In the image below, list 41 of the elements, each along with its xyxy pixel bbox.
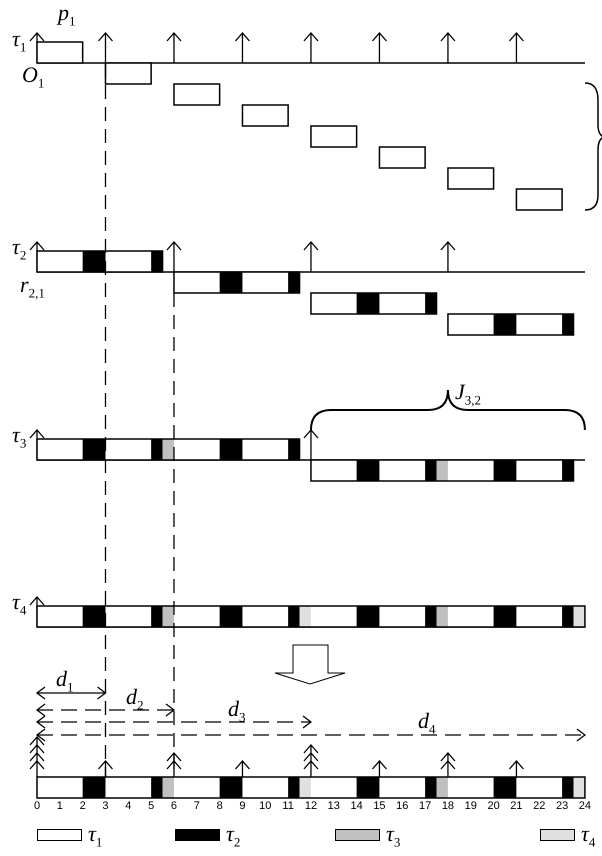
legend-label: τ$_{4}$ [581,823,596,852]
deadline-label: d$_{2}$ [126,686,144,714]
tick-label: 11 [281,800,295,812]
tick-label: 15 [372,800,387,812]
tick-label: 4 [124,800,132,812]
tick-label: 3 [101,800,110,812]
tick-label: 24 [578,800,592,812]
tick-label: 22 [532,800,546,812]
legend-label: τ$_{3}$ [386,823,400,852]
tick-label: 18 [440,800,456,812]
tick-label: 2 [78,800,87,812]
tick-label: 1 [56,800,64,812]
task-label: τ$_{2}$ [12,236,26,264]
deadline-label: d$_{4}$ [418,710,436,738]
tick-label: 21 [509,800,524,812]
task-label: τ$_{3}$ [12,424,26,452]
tick-label: 9 [238,800,247,812]
task-label: τ$_{1}$ [12,28,26,56]
tick-label: 14 [349,800,364,812]
tick-label: 10 [258,800,272,812]
period-label: p$_{1}$ [58,2,76,30]
tick-label: 19 [464,800,478,812]
tick-label: 5 [147,800,156,812]
tick-label: 17 [418,800,432,812]
tick-label: 8 [216,800,224,812]
tick-label: 12 [304,800,318,812]
tick-label: 23 [554,800,570,812]
deadline-label: d$_{3}$ [228,698,246,726]
task-label: τ$_{4}$ [12,591,26,620]
job-label: J$_{3,2}$ [455,381,482,410]
deadline-label: d$_{1}$ [56,668,74,696]
offset-label: O$_{1}$ [22,64,44,92]
legend-label: τ$_{1}$ [88,823,102,852]
release-label: r$_{2,1}$ [20,274,45,302]
tick-label: 13 [326,800,341,812]
tick-label: 6 [170,800,178,812]
tick-label: 7 [192,800,201,812]
tick-label: 16 [395,800,410,812]
tick-label: 20 [486,800,501,812]
tick-label: 0 [32,800,42,812]
legend-label: τ$_{2}$ [226,823,240,852]
